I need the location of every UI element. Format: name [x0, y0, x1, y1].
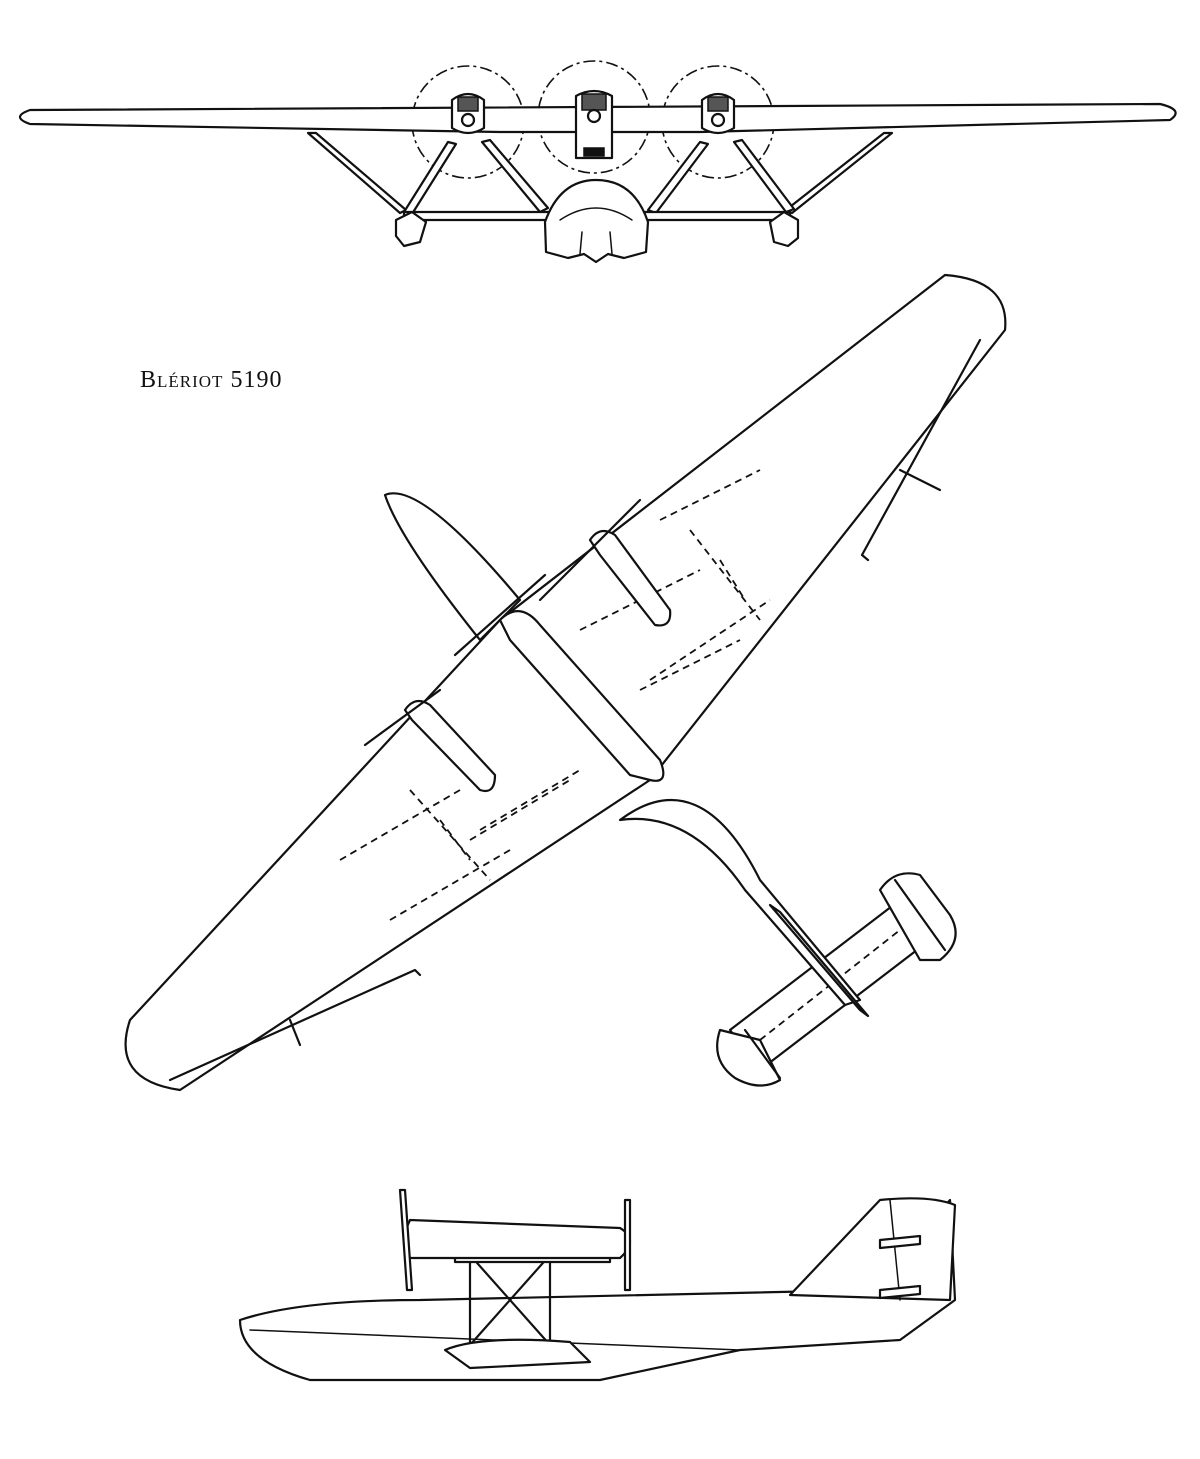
- hull-rear: [618, 798, 862, 1007]
- float-right: [768, 210, 800, 248]
- side-hull: [238, 1198, 957, 1382]
- engine-strut-left-1: [402, 140, 458, 216]
- rudder-hinge: [889, 1199, 901, 1301]
- plan-fin: [768, 903, 870, 1018]
- aircraft-title: Blériot 5190: [140, 367, 283, 393]
- side-sponson: [443, 1338, 592, 1370]
- front-hull: [543, 178, 650, 264]
- float-strut-left-a: [306, 131, 408, 215]
- side-engine-nacelle: [403, 1218, 632, 1260]
- engine-front-right: [700, 92, 736, 135]
- engine-strut-right-2: [732, 138, 796, 214]
- engine-front-center: [574, 89, 614, 160]
- side-struts: [468, 1253, 552, 1347]
- float-strut-right-a: [784, 131, 894, 215]
- float-left: [394, 210, 428, 248]
- plan-view: [124, 273, 1007, 1092]
- engine-plan-left: [363, 688, 497, 793]
- aileron-left-hinge: [288, 1018, 302, 1047]
- engine-front-left: [450, 92, 486, 135]
- side-tailplane-upper: [878, 1234, 922, 1250]
- engine-plan-right: [538, 498, 672, 627]
- side-view: [238, 1188, 957, 1382]
- hull-keel-lines: [559, 207, 633, 255]
- engine-strut-left-2: [480, 138, 550, 214]
- engine-strut-right-1: [646, 140, 710, 215]
- hull-bow: [383, 492, 522, 642]
- aileron-right: [860, 338, 982, 562]
- side-propeller-rear: [623, 1198, 632, 1292]
- plan-fuselage: [498, 610, 665, 782]
- engine-plan-center: [453, 573, 547, 657]
- front-view: [18, 60, 1177, 264]
- aileron-left: [168, 968, 422, 1082]
- aileron-right-hinge: [898, 468, 942, 492]
- side-tail-fin: [788, 1197, 957, 1302]
- side-propeller-front: [398, 1188, 414, 1292]
- side-tailplane-lower: [878, 1284, 922, 1300]
